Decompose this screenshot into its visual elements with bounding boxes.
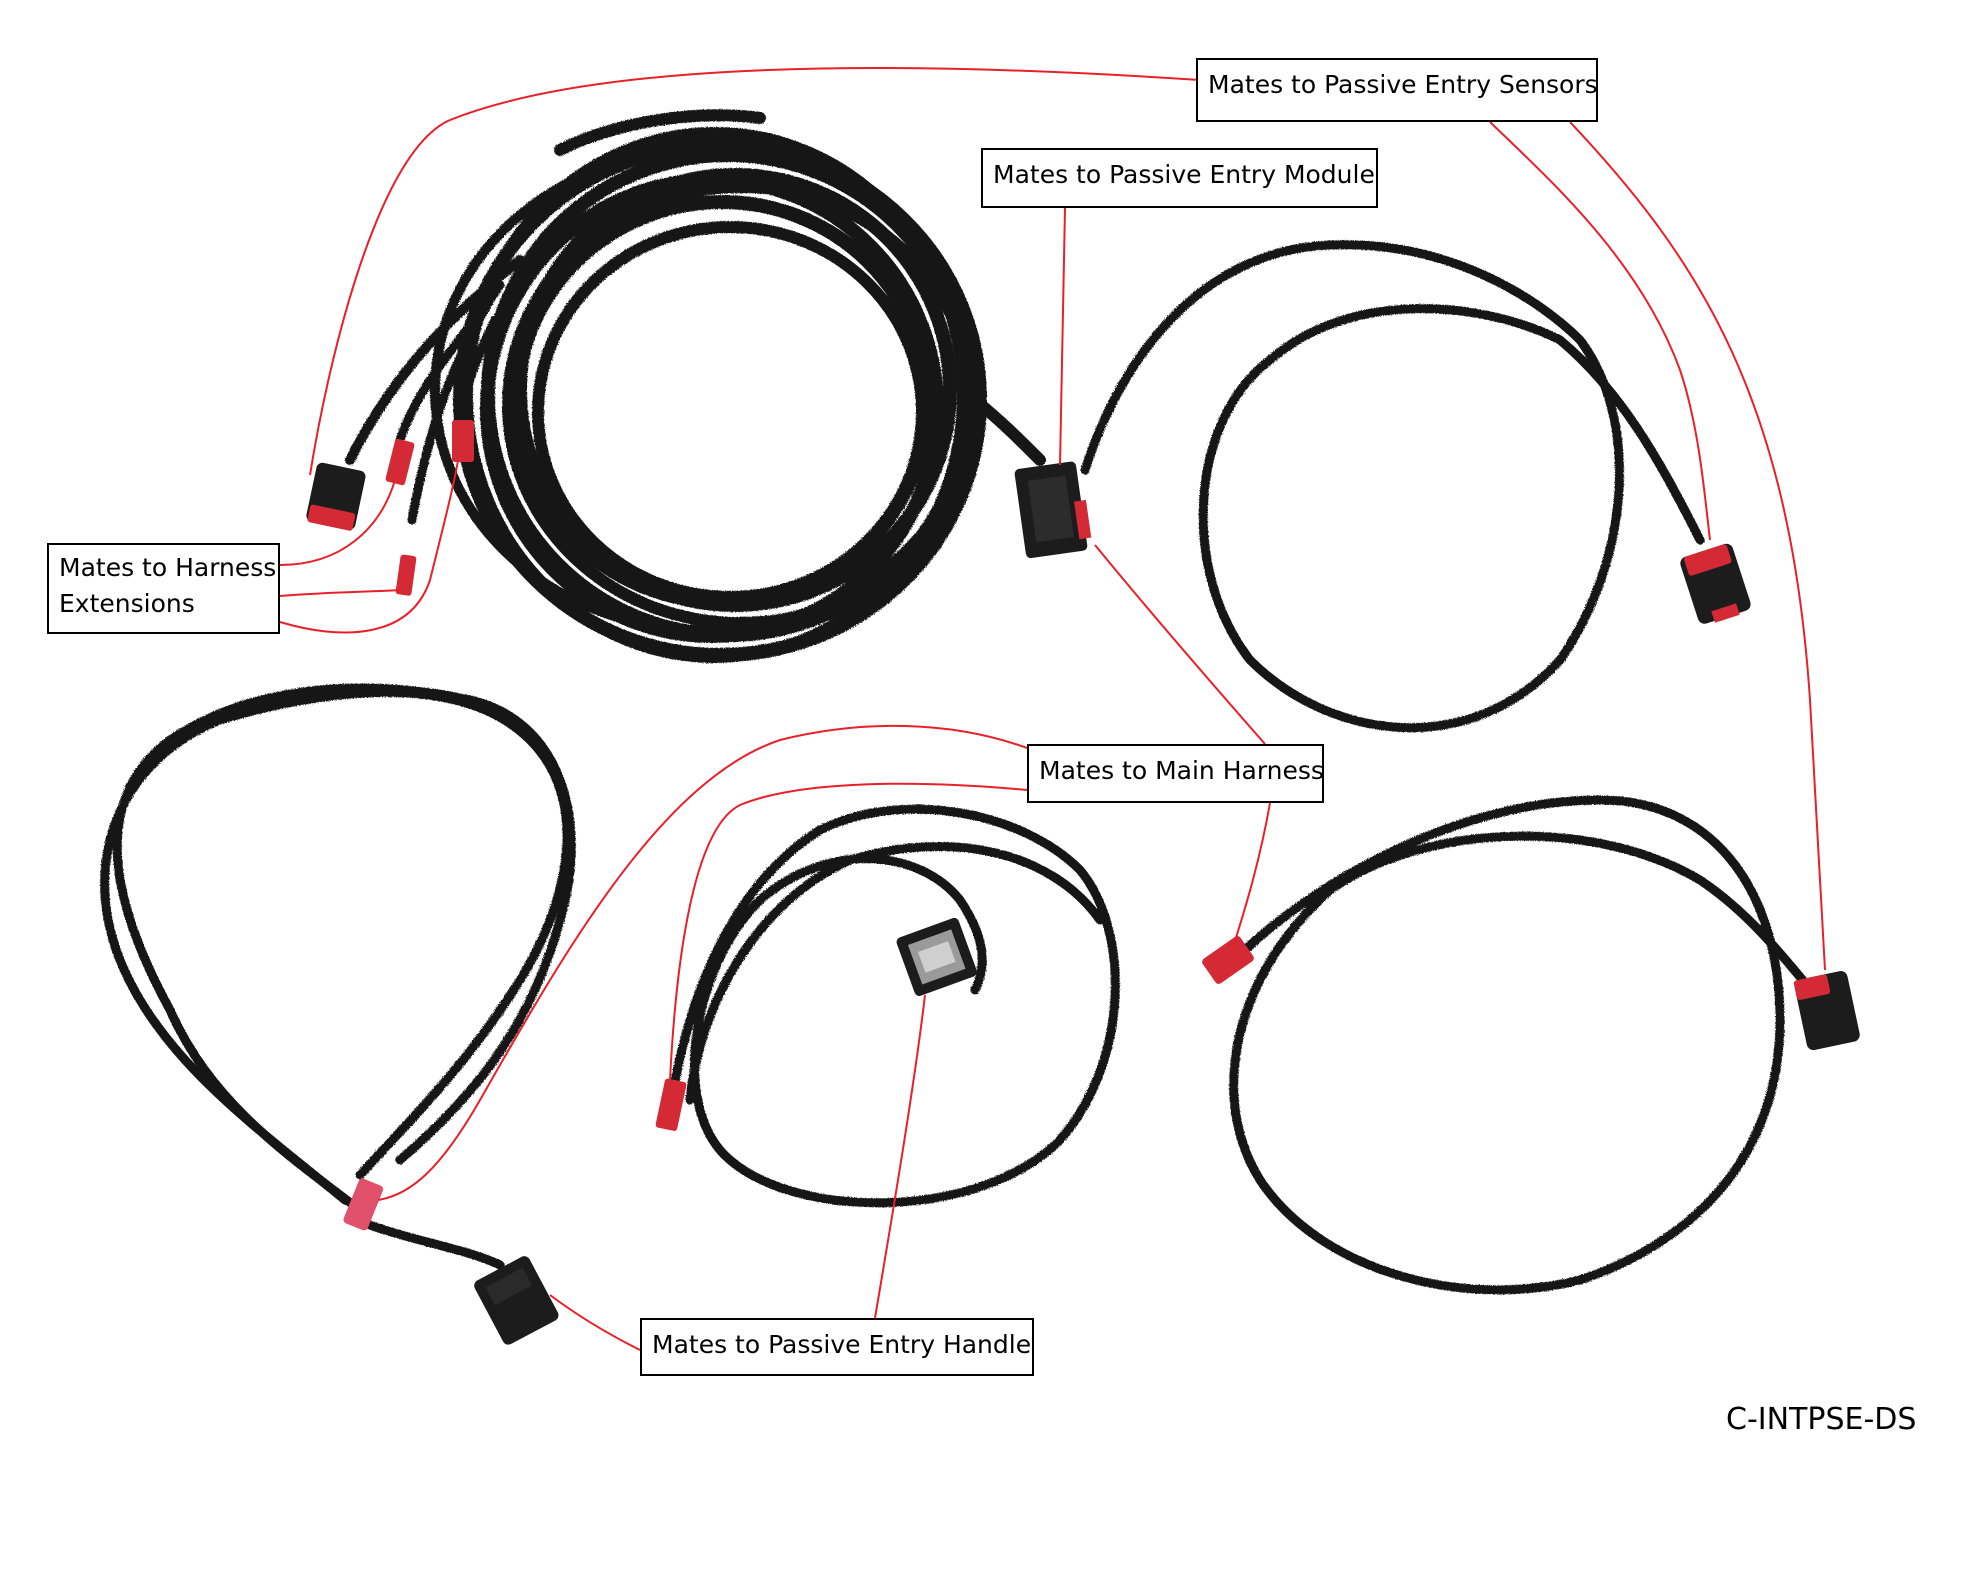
leader-extension-1 [279,479,396,566]
callout-handle-text: Mates to Passive Entry Handle [652,1330,1032,1359]
leader-handle-to-grey-connector [874,994,926,1319]
passive-entry-module-connector [1014,461,1092,559]
callout-passive-entry-handle: Mates to Passive Entry Handle [640,1318,1034,1376]
passive-entry-handle-connector [474,1256,559,1345]
extension-plug-3 [452,420,474,462]
callout-main-harness-text: Mates to Main Harness [1039,756,1324,785]
callout-main-harness: Mates to Main Harness [1027,744,1324,803]
leader-extension-2 [279,589,401,597]
leader-lines [279,67,1826,1351]
callout-module-text: Mates to Passive Entry Module [993,160,1375,189]
center-red-plug [655,1078,687,1131]
leader-main-harness-to-module [1094,544,1266,745]
sensor-loop-harness [1080,240,1705,733]
sensor-connector-main [306,462,366,531]
callout-sensors-text: Mates to Passive Entry Sensors [1208,70,1598,99]
main-harness-coil [345,109,1046,663]
leader-module [1059,207,1066,466]
callout-harness-ext-line1: Mates to Harness [59,553,277,582]
sensor-connector-bottom-right [1793,971,1860,1051]
leader-sensors-to-main-coil [309,67,1201,476]
handle-loop-harness [100,683,576,1270]
leader-handle-to-handle-connector [549,1294,641,1351]
callout-passive-entry-sensors: Mates to Passive Entry Sensors [1196,58,1598,122]
leader-extension-3 [279,459,459,634]
center-loop-harness [665,804,1120,1208]
leader-main-harness-to-center-plug [669,782,1028,1081]
callout-passive-entry-module: Mates to Passive Entry Module [981,148,1378,208]
extension-plug-2 [395,554,417,596]
right-loop-harness [1229,795,1825,1295]
leader-main-harness-to-right-plug [1231,802,1271,951]
callout-harness-extensions: Mates to Harness Extensions [47,543,280,634]
leader-sensors-to-right-connector [1489,121,1711,541]
leader-main-harness-to-pink-sleeve [377,724,1028,1201]
pink-sleeve [343,1178,384,1231]
callout-harness-ext-line2: Extensions [59,589,195,618]
part-number: C-INTPSE-DS [1726,1402,1917,1437]
grey-handle-connector [896,917,977,996]
sensor-connector-right [1680,543,1751,624]
right-red-plug [1202,936,1254,984]
extension-plug-1 [385,438,415,486]
leader-sensors-to-bottom-right-connector [1569,121,1826,971]
